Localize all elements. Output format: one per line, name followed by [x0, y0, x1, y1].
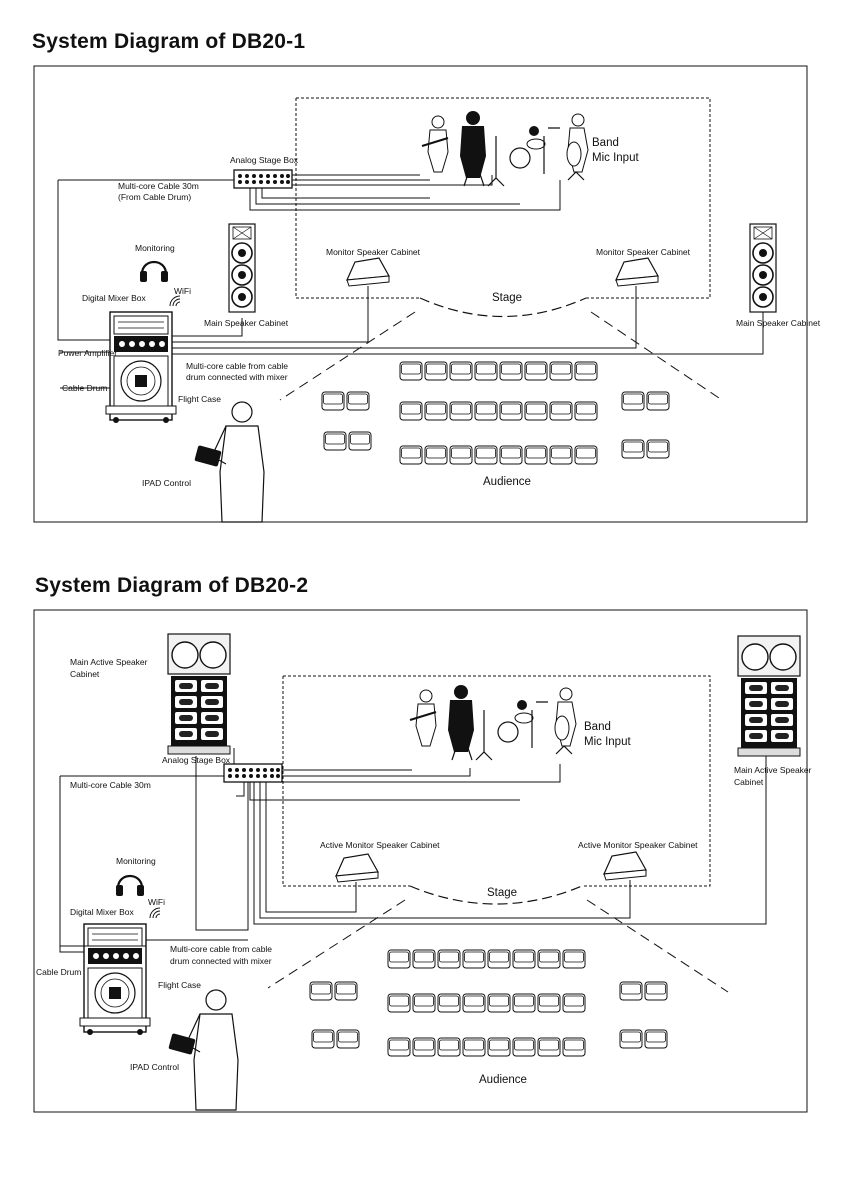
- label-digital-mixer-2: Digital Mixer Box: [70, 907, 135, 917]
- label-flight-case: Flight Case: [178, 394, 221, 404]
- diagram-2: Main Active Speaker Cabinet Main Active …: [33, 609, 812, 1113]
- label-ipad-control-2: IPAD Control: [130, 1062, 179, 1072]
- label-active-monitor-right: Active Monitor Speaker Cabinet: [578, 840, 698, 850]
- label-main-active-left-1: Main Active Speaker: [70, 657, 148, 667]
- label-cable-drum-2: Cable Drum: [36, 967, 81, 977]
- label-cable-drum: Cable Drum: [62, 383, 107, 393]
- diagram-1-title: System Diagram of DB20-1: [32, 30, 306, 53]
- seat-row-2: [400, 402, 597, 420]
- seat-pair-2-right-2: [620, 1030, 667, 1048]
- wifi-icon: [169, 295, 181, 307]
- cables-1: [57, 174, 764, 389]
- diagram-2-title: System Diagram of DB20-2: [35, 574, 309, 597]
- diagram-2-frame: [33, 609, 808, 1113]
- label-main-active-left-2: Cabinet: [70, 669, 100, 679]
- label-ipad-control: IPAD Control: [142, 478, 191, 488]
- seat-row-2-2: [388, 994, 585, 1012]
- main-speaker-left-icon: [228, 223, 256, 313]
- label-multicore-sub: (From Cable Drum): [118, 192, 191, 202]
- label-monitor-left: Monitor Speaker Cabinet: [326, 247, 421, 257]
- analog-stage-box-icon: [233, 169, 293, 189]
- label-power-amplifier: Power Amplifier: [58, 348, 117, 358]
- label-monitor-right: Monitor Speaker Cabinet: [596, 247, 691, 257]
- seat-pair-2-right-1: [620, 982, 667, 1000]
- seat-row-2-3: [388, 1038, 585, 1056]
- mixer-flight-case-icon-2: [79, 923, 151, 1036]
- diagram-1-frame: [33, 65, 808, 523]
- label-monitoring: Monitoring: [135, 243, 175, 253]
- wifi-icon-2: [149, 907, 161, 919]
- seat-row-1: [400, 362, 597, 380]
- label-multicore-2: Multi-core Cable 30m: [70, 780, 151, 790]
- seat-pair-right-2: [622, 440, 669, 458]
- stage-edge-2: [409, 885, 583, 905]
- headphones-icon: [138, 260, 170, 284]
- label-wifi: WiFi: [174, 286, 191, 296]
- label-mic-input: Mic Input: [592, 152, 639, 164]
- label-band: Band: [592, 137, 619, 149]
- label-audience: Audience: [483, 476, 531, 488]
- ipad-person-icon: [193, 401, 265, 523]
- label-audience-2: Audience: [479, 1074, 527, 1086]
- label-digital-mixer: Digital Mixer Box: [82, 293, 147, 303]
- label-stage: Stage: [492, 292, 522, 304]
- label-multicore-drum-1: Multi-core cable from cable: [186, 361, 288, 371]
- main-speaker-right-icon: [749, 223, 777, 313]
- label-multicore-drum-2-2: drum connected with mixer: [170, 956, 272, 966]
- analog-stage-box-icon-2: [223, 763, 283, 783]
- stage-outline-2: [282, 675, 711, 887]
- diagram-1: Analog Stage Box Multi-core Cable 30m (F…: [33, 65, 821, 523]
- label-multicore-drum-2: drum connected with mixer: [186, 372, 288, 382]
- label-multicore-drum-2-1: Multi-core cable from cable: [170, 944, 272, 954]
- label-analog-stage-box: Analog Stage Box: [230, 155, 299, 165]
- stage-outline: [295, 97, 711, 299]
- label-main-active-right-2: Cabinet: [734, 777, 764, 787]
- active-monitor-left-icon: [335, 853, 379, 883]
- headphones-icon-2: [114, 874, 146, 898]
- label-band-2: Band: [584, 721, 611, 733]
- main-active-speaker-right-icon: [737, 635, 801, 757]
- label-stage-2: Stage: [487, 887, 517, 899]
- active-monitor-right-icon: [603, 851, 647, 881]
- mixer-flight-case-icon: [105, 311, 177, 424]
- label-main-speaker-right: Main Speaker Cabinet: [736, 318, 821, 328]
- ipad-person-icon-2: [167, 989, 239, 1111]
- monitor-left-icon: [346, 257, 390, 287]
- label-main-speaker-left: Main Speaker Cabinet: [204, 318, 289, 328]
- label-main-active-right-1: Main Active Speaker: [734, 765, 812, 775]
- label-wifi-2: WiFi: [148, 897, 165, 907]
- label-mic-input-2: Mic Input: [584, 736, 631, 748]
- band-icon: [421, 110, 589, 187]
- seat-pair-left-2: [324, 432, 371, 450]
- monitor-right-icon: [615, 257, 659, 287]
- label-multicore: Multi-core Cable 30m: [118, 181, 199, 191]
- seat-pair-right-1: [622, 392, 669, 410]
- label-flight-case-2: Flight Case: [158, 980, 201, 990]
- seat-pair-2-left-2: [312, 1030, 359, 1048]
- seat-row-3: [400, 446, 597, 464]
- audience-area-2: [267, 899, 729, 993]
- label-monitoring-2: Monitoring: [116, 856, 156, 866]
- seat-pair-left-1: [322, 392, 369, 410]
- main-active-speaker-left-icon: [167, 633, 231, 755]
- stage-edge: [419, 297, 587, 318]
- audience-area: [279, 311, 723, 401]
- seat-pair-2-left-1: [310, 982, 357, 1000]
- band-icon-2: [409, 684, 577, 761]
- seat-row-2-1: [388, 950, 585, 968]
- label-active-monitor-left: Active Monitor Speaker Cabinet: [320, 840, 440, 850]
- label-analog-stage-box-2: Analog Stage Box: [162, 755, 231, 765]
- cables-2: [59, 748, 767, 953]
